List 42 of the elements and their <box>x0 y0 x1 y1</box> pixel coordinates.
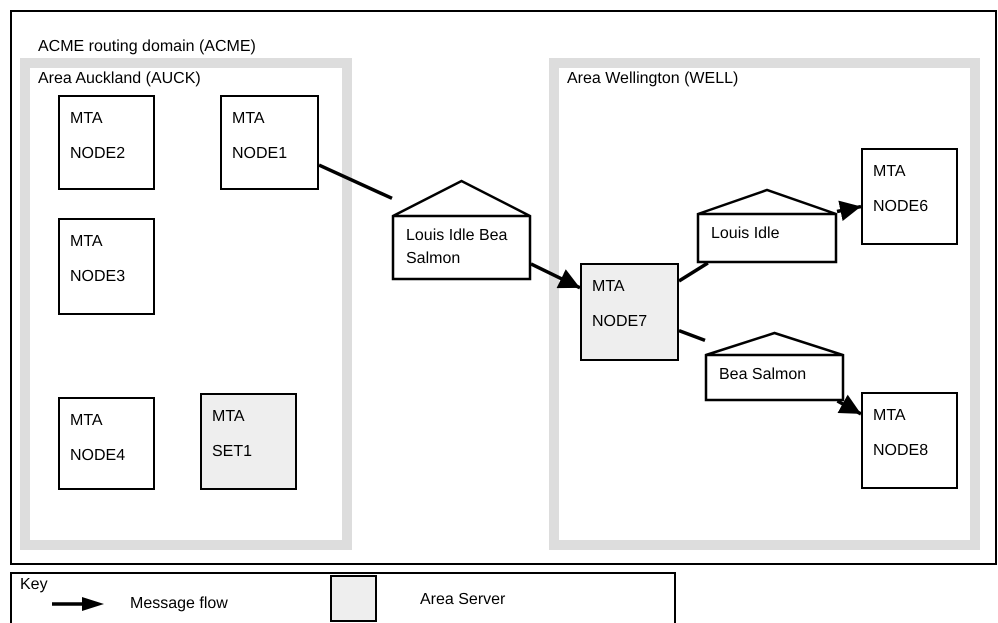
node-name-label: NODE4 <box>70 446 126 466</box>
recipient-names: Bea Salmon <box>719 365 808 385</box>
message-envelope <box>392 180 531 280</box>
node-name-label: NODE7 <box>592 312 648 332</box>
recipient-names: Louis Idle Bea Salmon <box>406 226 508 270</box>
node-type-label: MTA <box>232 109 265 128</box>
node-type-label: MTA <box>873 406 906 426</box>
node-name-label: NODE8 <box>873 441 928 460</box>
node-name-label: SET1 <box>212 442 252 462</box>
node-type-label: MTA <box>70 232 103 252</box>
legend-label: Area Server <box>420 590 506 610</box>
node-name-label: NODE6 <box>873 197 928 216</box>
key-title: Key <box>20 575 48 594</box>
node-type-label: MTA <box>592 277 625 296</box>
mta-node-box <box>58 397 155 490</box>
area-title: Area Wellington (WELL) <box>567 69 738 88</box>
message-envelope <box>705 332 844 401</box>
message-envelope <box>697 189 837 263</box>
legend-label: Message flow <box>130 594 228 614</box>
mta-node-box <box>861 148 958 245</box>
node-type-label: MTA <box>873 162 906 182</box>
mta-node-box <box>58 95 155 190</box>
node-type-label: MTA <box>70 411 103 430</box>
routing-domain-box <box>10 10 997 565</box>
node-name-label: NODE3 <box>70 267 126 286</box>
area-server-box <box>580 263 679 361</box>
mta-node-box <box>861 392 958 489</box>
area-title: Area Auckland (AUCK) <box>38 69 201 88</box>
node-type-label: MTA <box>70 109 103 128</box>
area-frame <box>20 58 352 550</box>
area-frame <box>549 58 980 550</box>
message-flow-arrow <box>836 394 862 416</box>
mta-node-box <box>58 218 155 315</box>
area-server-box <box>200 393 297 490</box>
area-title: ACME routing domain (ACME) <box>38 37 256 56</box>
recipient-names: Louis Idle <box>711 224 780 244</box>
message-flow-arrow <box>836 200 862 222</box>
mta-node-box <box>220 95 319 190</box>
node-type-label: MTA <box>212 407 245 426</box>
message-flow-arrow <box>530 262 581 290</box>
node-name-label: NODE1 <box>232 144 288 164</box>
node-name-label: NODE2 <box>70 144 126 164</box>
